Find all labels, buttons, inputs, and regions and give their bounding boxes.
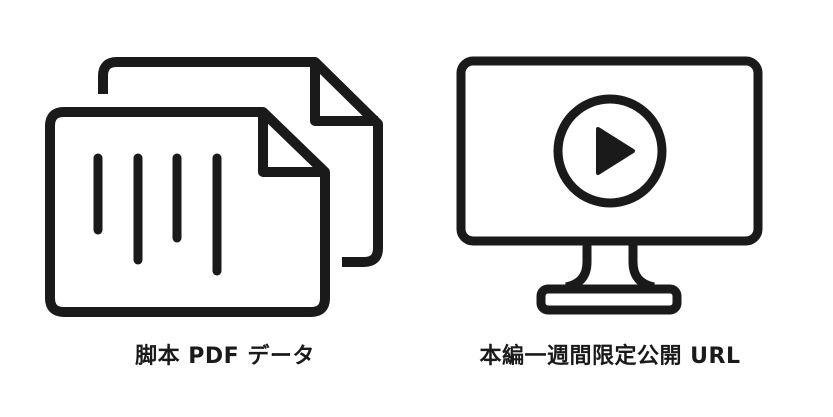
back-document-outline — [98, 57, 383, 267]
pdf-script-caption: 脚本 PDF データ — [135, 344, 315, 369]
stand-neck-left — [564, 241, 592, 292]
play-circle — [553, 94, 667, 208]
play-triangle-icon — [596, 127, 635, 175]
text-lines — [93, 153, 222, 276]
stand-neck-right — [628, 241, 656, 292]
limited-url-caption: 本編一週間限定公開 URL — [479, 344, 741, 369]
document-stack-icon — [45, 57, 383, 317]
stand-base — [536, 284, 682, 315]
back-document-fold — [310, 62, 378, 126]
monitor-play-icon — [456, 56, 763, 315]
front-document-outline — [45, 107, 330, 317]
front-document-fold — [258, 112, 325, 177]
monitor-screen — [456, 56, 763, 246]
